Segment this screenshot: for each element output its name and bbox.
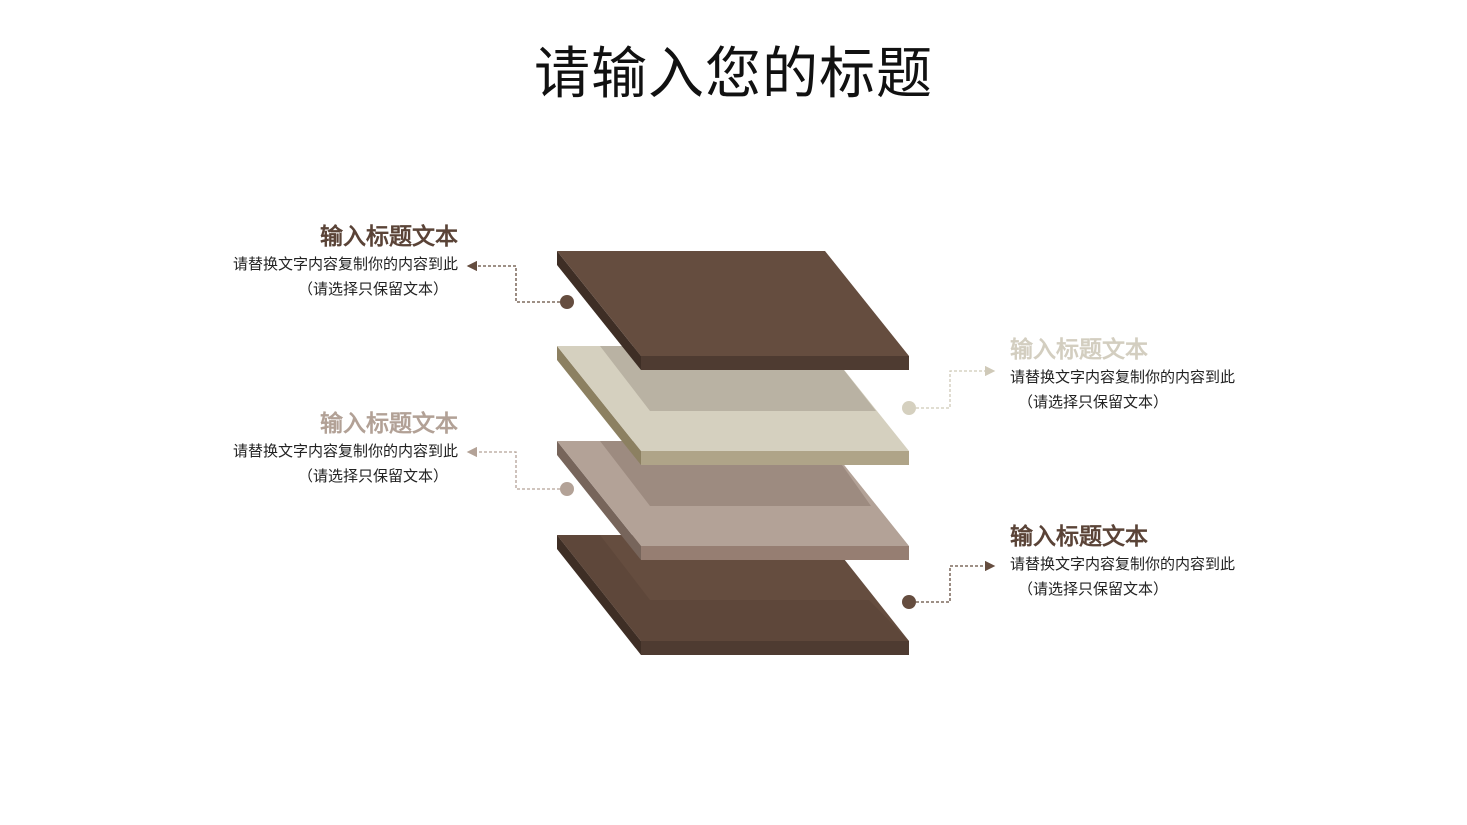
label-3-line1: 请替换文字内容复制你的内容到此 — [232, 442, 458, 460]
connector-dot — [902, 401, 916, 415]
connector-4 — [902, 560, 996, 609]
layer-4 — [557, 535, 909, 655]
layer-1 — [557, 251, 909, 370]
label-3-line2: （请选择只保留文本） — [297, 467, 448, 485]
connector-dot — [560, 295, 574, 309]
label-1-line1: 请替换文字内容复制你的内容到此 — [232, 255, 458, 273]
label-2: 输入标题文本 请替换文字内容复制你的内容到此 （请选择只保留文本） — [1010, 335, 1310, 415]
page-title: 请输入您的标题 — [534, 42, 933, 107]
connector-dot — [902, 595, 916, 609]
label-1-line2: （请选择只保留文本） — [297, 280, 448, 298]
connector-1 — [466, 260, 574, 309]
label-4-line1: 请替换文字内容复制你的内容到此 — [1010, 555, 1236, 573]
label-2-heading: 输入标题文本 — [1010, 337, 1148, 363]
connector-3 — [466, 446, 574, 496]
label-2-line2: （请选择只保留文本） — [1018, 393, 1169, 411]
label-3: 输入标题文本 请替换文字内容复制你的内容到此 （请选择只保留文本） — [158, 409, 458, 489]
label-4-line2: （请选择只保留文本） — [1018, 580, 1169, 598]
label-4-heading: 输入标题文本 — [1010, 524, 1148, 550]
label-1-heading: 输入标题文本 — [320, 224, 458, 250]
connector-2 — [902, 365, 996, 415]
label-1: 输入标题文本 请替换文字内容复制你的内容到此 （请选择只保留文本） — [158, 222, 458, 302]
label-3-heading: 输入标题文本 — [320, 411, 458, 437]
connector-dot — [560, 482, 574, 496]
label-2-line1: 请替换文字内容复制你的内容到此 — [1010, 368, 1236, 386]
label-4: 输入标题文本 请替换文字内容复制你的内容到此 （请选择只保留文本） — [1010, 522, 1310, 602]
